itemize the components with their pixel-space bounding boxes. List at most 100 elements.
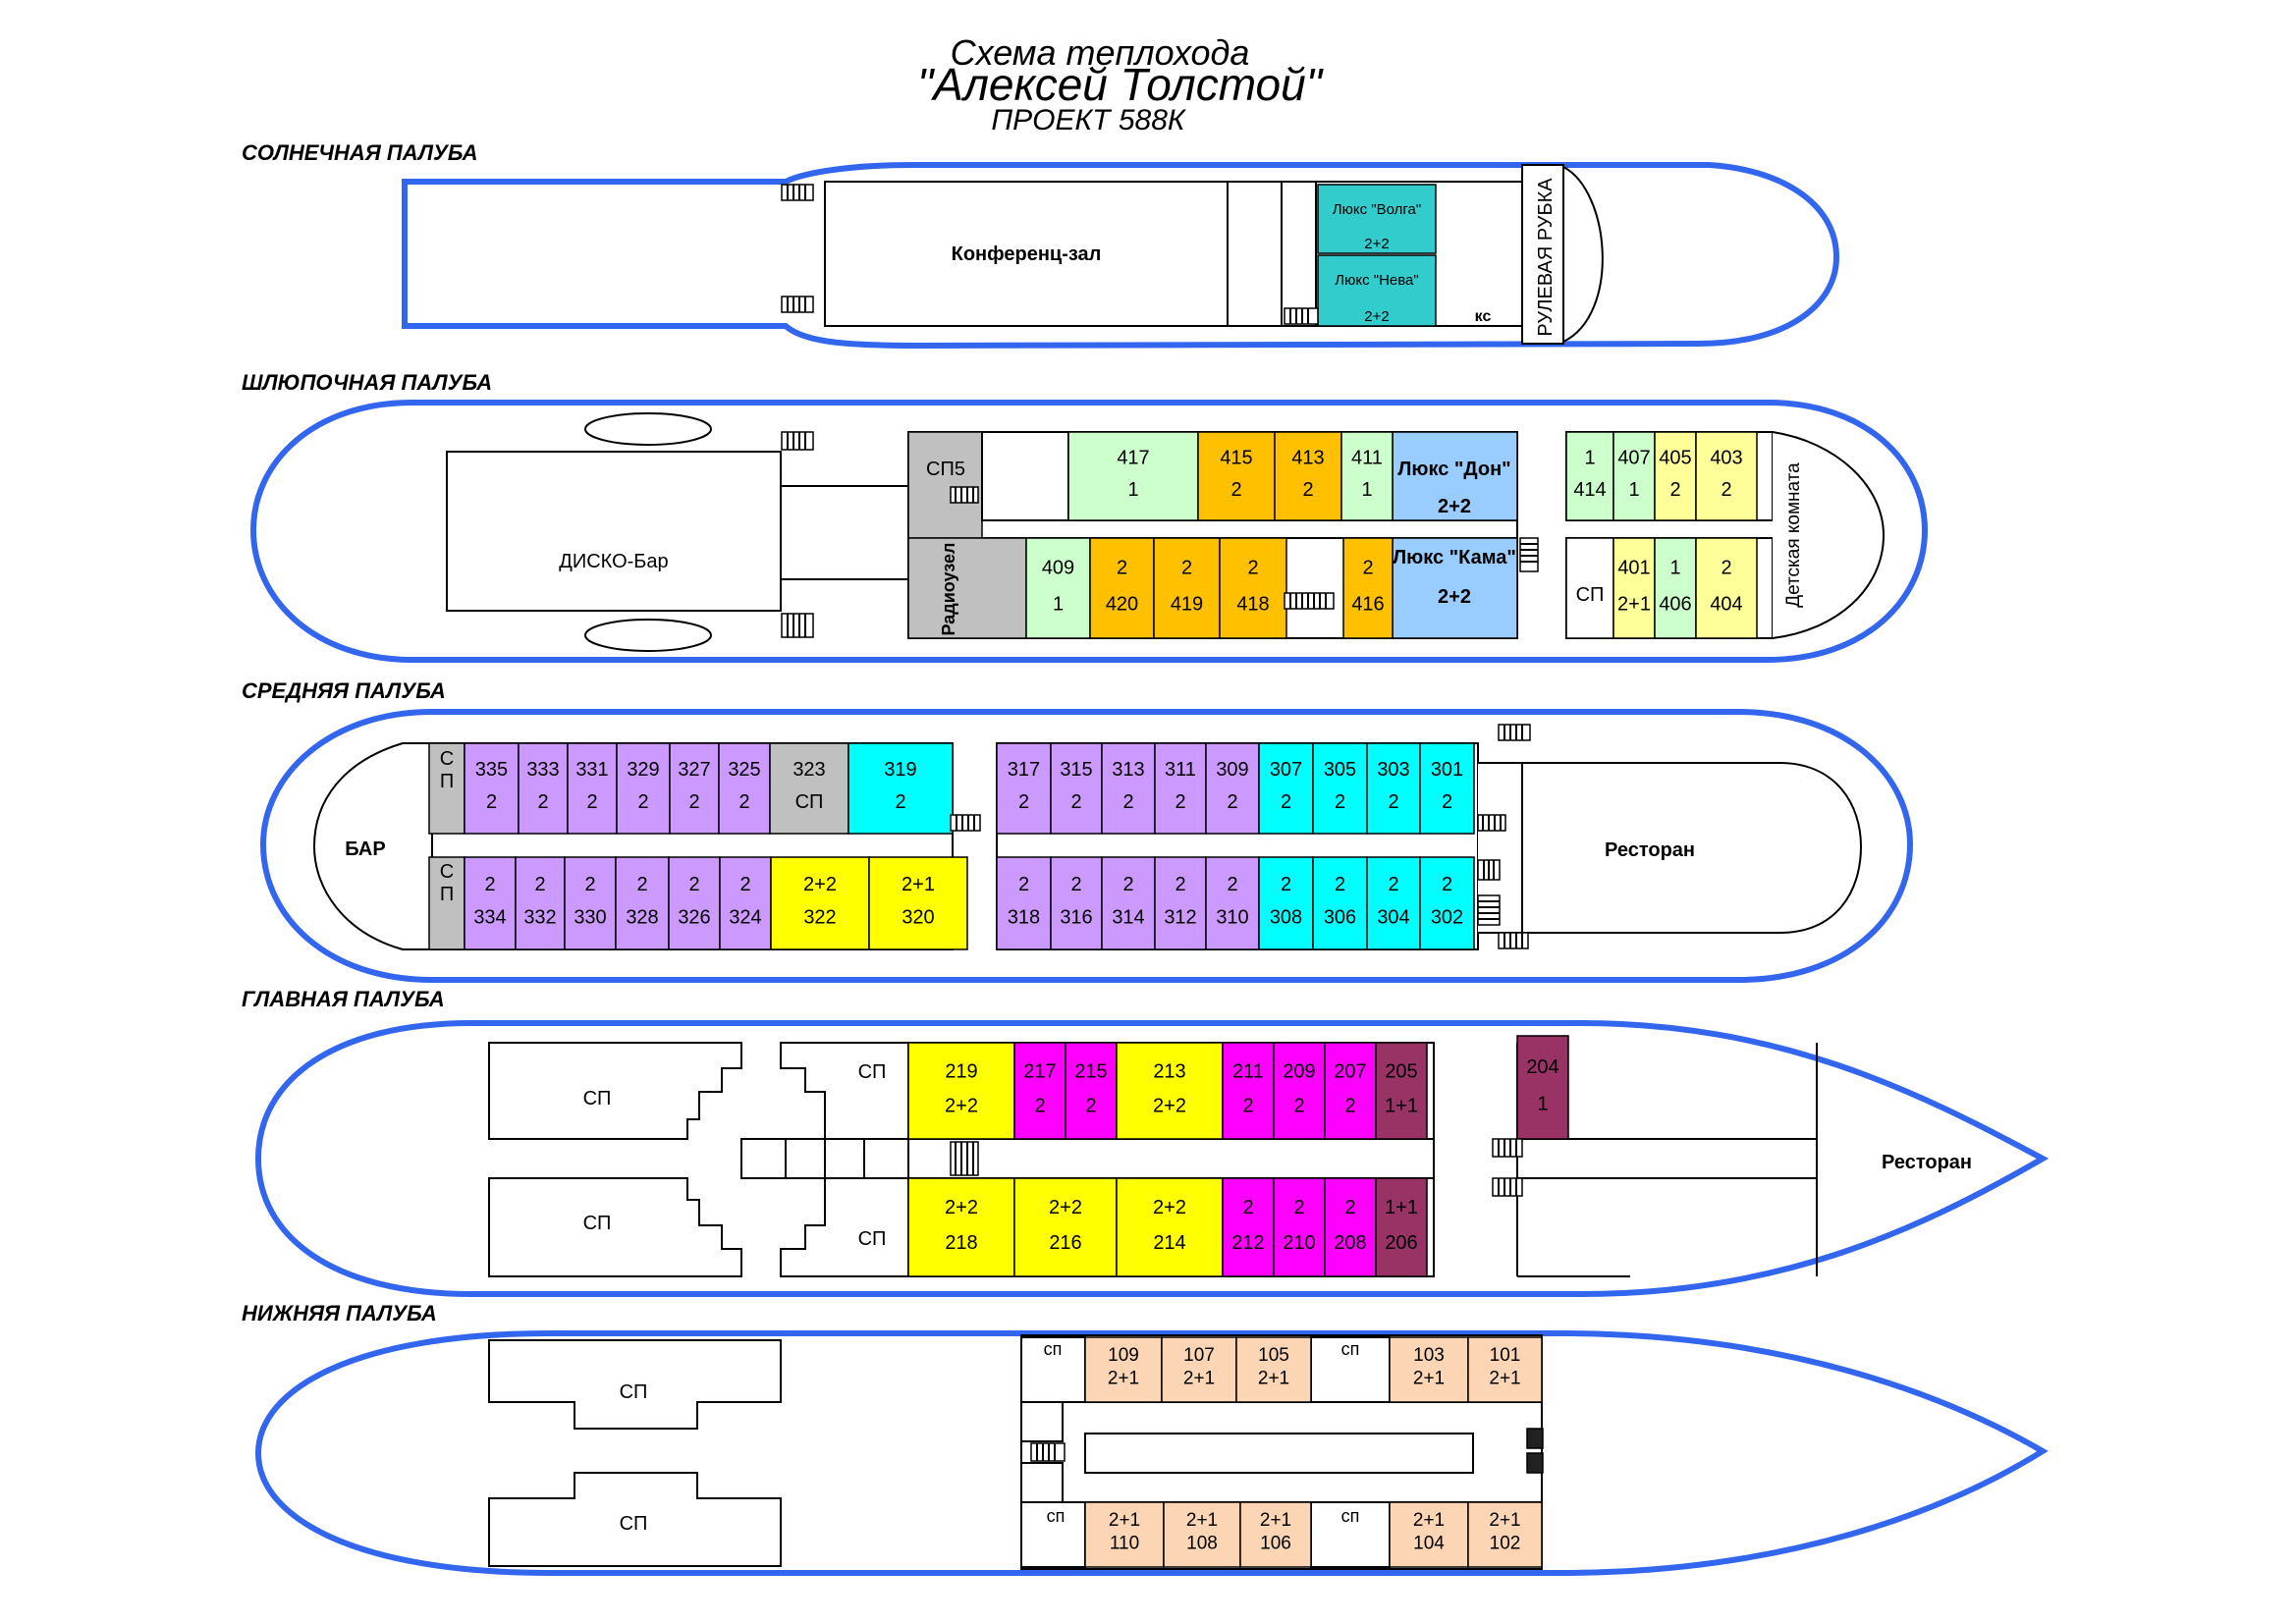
- cabin-205-box[interactable]: [1375, 1042, 1428, 1140]
- cabin-328-box[interactable]: [615, 856, 670, 950]
- cabin-416-box[interactable]: [1342, 537, 1394, 639]
- cabin-213-box[interactable]: [1116, 1042, 1224, 1140]
- cabin-309-box[interactable]: [1205, 742, 1260, 835]
- cabin-409-box[interactable]: [1025, 537, 1091, 639]
- cabin-101-box[interactable]: [1467, 1336, 1543, 1403]
- cabin-310-box[interactable]: [1205, 856, 1260, 950]
- cabin-108-box[interactable]: [1163, 1501, 1241, 1568]
- cabin-209-box[interactable]: [1273, 1042, 1326, 1140]
- cabin-327-box[interactable]: [669, 742, 720, 835]
- cabin-210-box[interactable]: [1273, 1177, 1326, 1277]
- cabin-403-box[interactable]: [1695, 431, 1758, 521]
- cabin-206-box[interactable]: [1375, 1177, 1428, 1277]
- cabin-103-box[interactable]: [1389, 1336, 1469, 1403]
- cabin-329-box[interactable]: [616, 742, 671, 835]
- cabin-315-box[interactable]: [1050, 742, 1103, 835]
- cabin-413-box[interactable]: [1274, 431, 1342, 521]
- cabin-306-box[interactable]: [1312, 856, 1368, 950]
- cabin-418-box[interactable]: [1219, 537, 1287, 639]
- cabin-314-box[interactable]: [1101, 856, 1156, 950]
- cabin-417-box[interactable]: [1067, 431, 1199, 521]
- cabin-319-box[interactable]: [847, 742, 954, 835]
- lux-neva-cabin[interactable]: [1317, 254, 1437, 327]
- cabin-318-box[interactable]: [996, 856, 1052, 950]
- cabin-208-box[interactable]: [1324, 1177, 1377, 1277]
- cabin-404-box[interactable]: [1695, 537, 1758, 639]
- cabin-420-box[interactable]: [1089, 537, 1155, 639]
- cabin-405-box[interactable]: [1654, 431, 1697, 521]
- cabin-107-box[interactable]: [1161, 1336, 1237, 1403]
- cabin-109-box[interactable]: [1084, 1336, 1163, 1403]
- cabin-307-box[interactable]: [1258, 742, 1314, 835]
- cabin-110-box[interactable]: [1084, 1501, 1165, 1568]
- cabin-415-box[interactable]: [1197, 431, 1276, 521]
- cabin-401-box[interactable]: [1613, 537, 1656, 639]
- cabin-204-box[interactable]: [1516, 1035, 1569, 1140]
- cabin-411-box[interactable]: [1340, 431, 1394, 521]
- cabin-331-box[interactable]: [567, 742, 618, 835]
- cabin-325-box[interactable]: [718, 742, 771, 835]
- cabin-304-box[interactable]: [1366, 856, 1421, 950]
- cabin-302-box[interactable]: [1419, 856, 1475, 950]
- cabin-305-box[interactable]: [1312, 742, 1368, 835]
- cabin-419-box[interactable]: [1153, 537, 1221, 639]
- cabin-212-box[interactable]: [1222, 1177, 1275, 1277]
- cabin-313-box[interactable]: [1101, 742, 1156, 835]
- lux-volga-cabin[interactable]: [1317, 184, 1437, 254]
- cabin-105-box[interactable]: [1235, 1336, 1312, 1403]
- cabin-219-box[interactable]: [907, 1042, 1015, 1140]
- cabin-323-box[interactable]: [769, 742, 849, 835]
- cabin-211-box[interactable]: [1222, 1042, 1275, 1140]
- cabin-324-box[interactable]: [719, 856, 772, 950]
- cabin-332-box[interactable]: [515, 856, 566, 950]
- cabin-316-box[interactable]: [1050, 856, 1103, 950]
- cabin-406-box[interactable]: [1654, 537, 1697, 639]
